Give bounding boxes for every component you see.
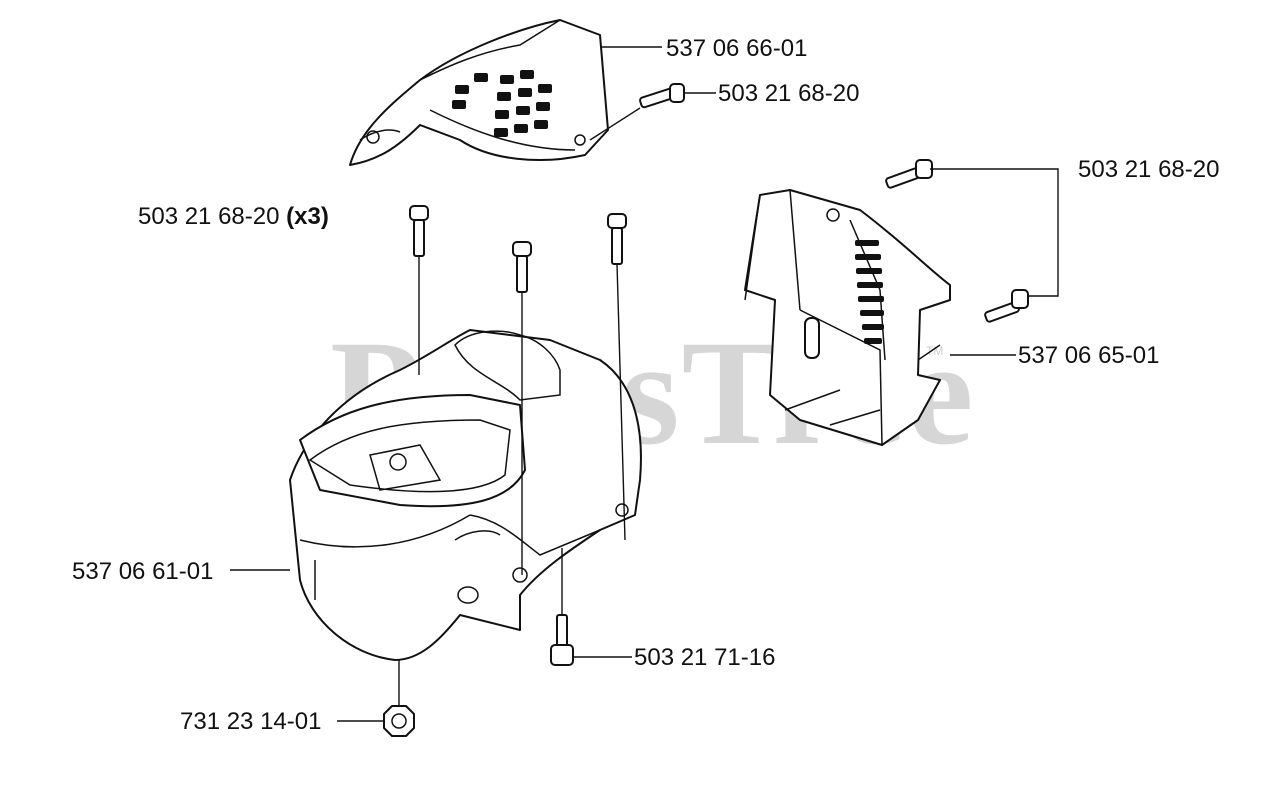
screw-right-lower-part (984, 289, 1029, 323)
top-cover-part (349, 19, 609, 166)
screw-bottom-part (550, 614, 574, 666)
part-label-731-23-14-01: 731 23 14-01 (180, 708, 322, 735)
part-label-503-21-68-20-right: 503 21 68-20 (1078, 156, 1220, 183)
part-label-503-21-71-16: 503 21 71-16 (634, 644, 776, 671)
screw-top-part (639, 83, 685, 109)
cover-vents (452, 70, 552, 137)
part-number: 503 21 68-20 (138, 203, 280, 230)
cylinder-cover-part (289, 329, 642, 661)
leader-lines (230, 46, 1059, 722)
nut-part (383, 705, 415, 737)
part-label-537-06-66-01: 537 06 66-01 (666, 35, 808, 62)
watermark-trademark: TM (926, 344, 944, 358)
screws-x3-parts (409, 205, 627, 293)
part-label-537-06-65-01: 537 06 65-01 (1018, 342, 1160, 369)
muffler-cover-part (744, 189, 951, 446)
screw-right-upper-part (885, 159, 933, 189)
part-label-537-06-61-01: 537 06 61-01 (72, 558, 214, 585)
muffler-vents (855, 240, 884, 344)
part-quantity: (x3) (286, 203, 329, 230)
part-label-503-21-68-20-x3: 503 21 68-20 (x3) (138, 203, 329, 231)
part-label-503-21-68-20-top: 503 21 68-20 (718, 80, 860, 107)
